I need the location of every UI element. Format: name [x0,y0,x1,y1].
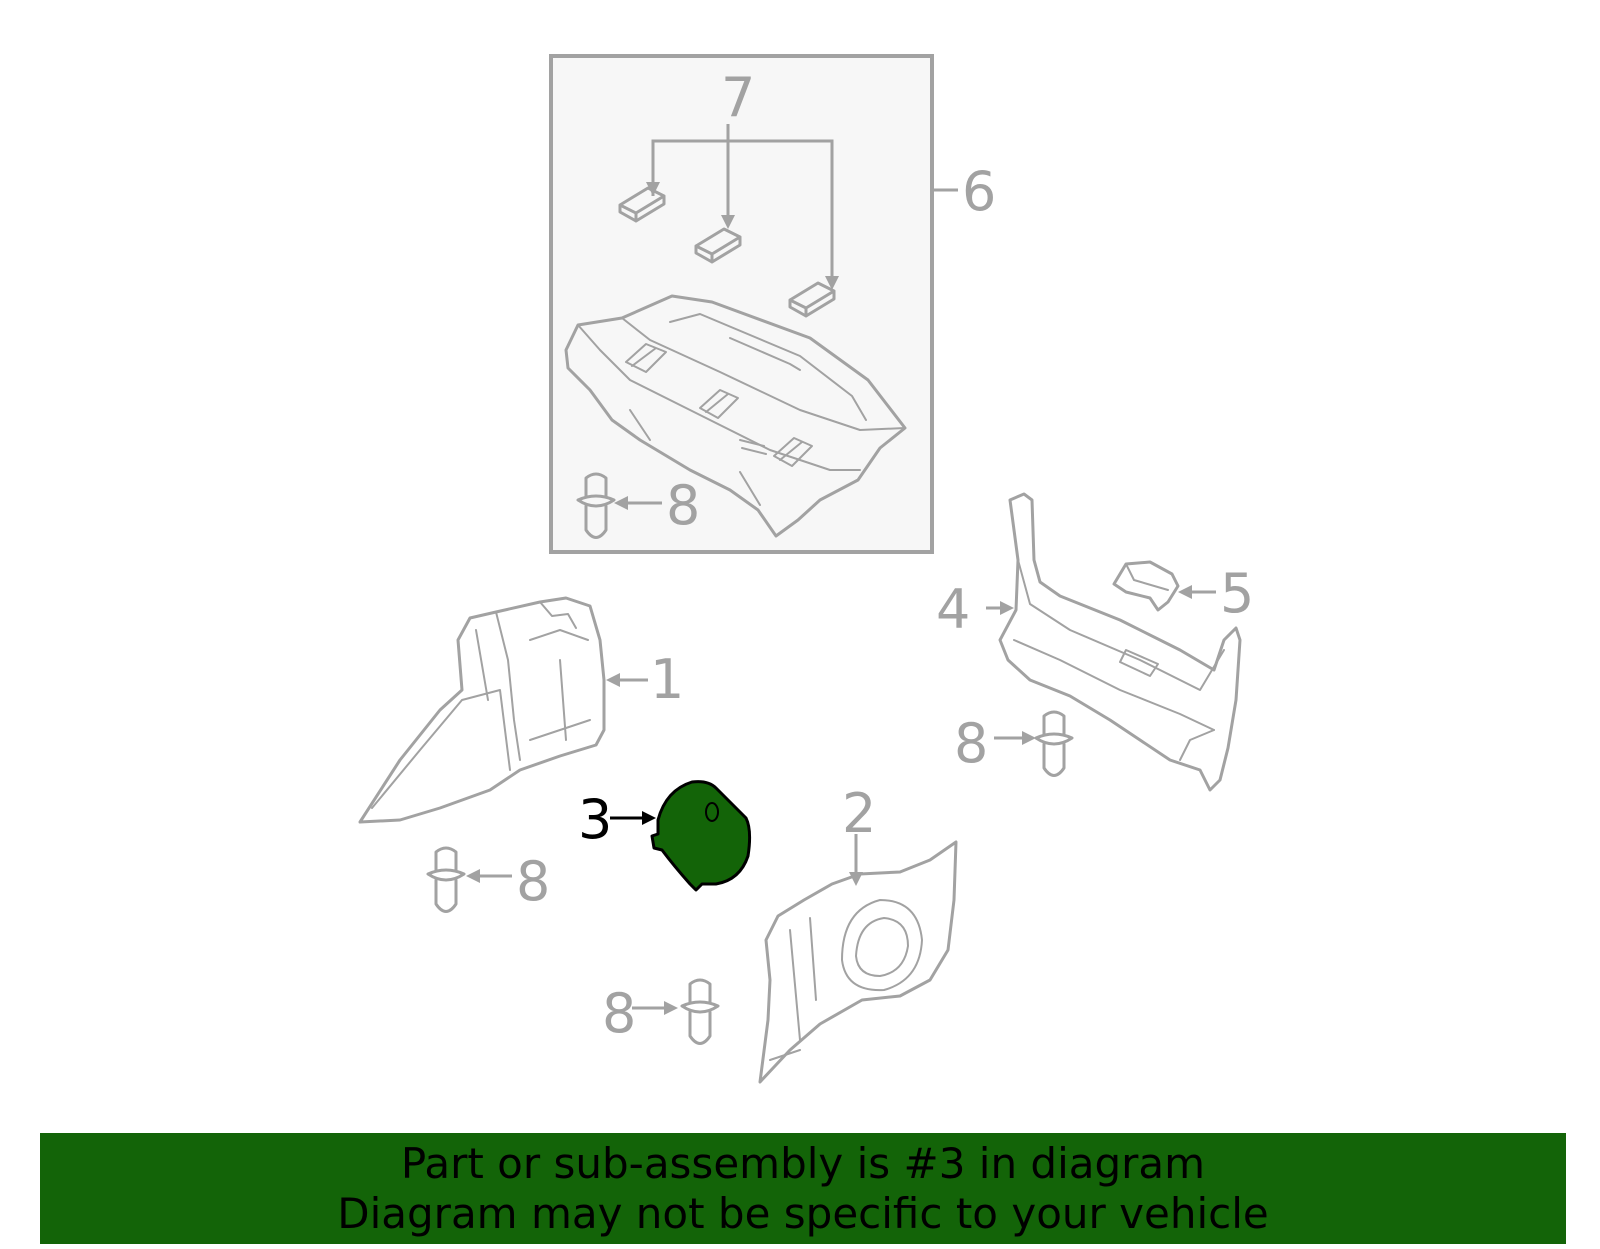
push-pin-8-box [576,472,662,539]
push-pin-8-bottom [632,978,720,1045]
clips-7 [618,124,839,318]
callout-2: 2 [842,782,876,845]
callout-8-left: 8 [516,850,550,913]
callout-8-box: 8 [666,474,700,537]
part-3-highlighted [610,780,752,892]
callout-8-bottom: 8 [602,982,636,1045]
part-1-left-trim [358,596,648,824]
callout-3: 3 [578,788,612,851]
info-banner: Part or sub-assembly is #3 in diagram Di… [40,1133,1566,1244]
callout-5: 5 [1220,562,1254,625]
sub-assembly-box-6 [549,54,958,554]
part-2-right-trim [758,834,958,1084]
push-pin-8-left [426,846,512,913]
package-tray [564,294,907,538]
callout-labels: 6 7 8 1 8 3 2 8 4 5 8 [516,66,1254,1045]
part-5-bracket [1112,560,1216,612]
push-pin-8-right [994,710,1074,777]
banner-line-2: Diagram may not be specific to your vehi… [337,1188,1269,1238]
callout-8-right: 8 [954,712,988,775]
callout-1: 1 [650,648,684,711]
part-4-rear-panel [986,492,1242,792]
callout-7: 7 [721,66,755,129]
callout-4: 4 [936,578,970,641]
banner-line-1: Part or sub-assembly is #3 in diagram [400,1138,1206,1188]
callout-6: 6 [962,160,996,223]
